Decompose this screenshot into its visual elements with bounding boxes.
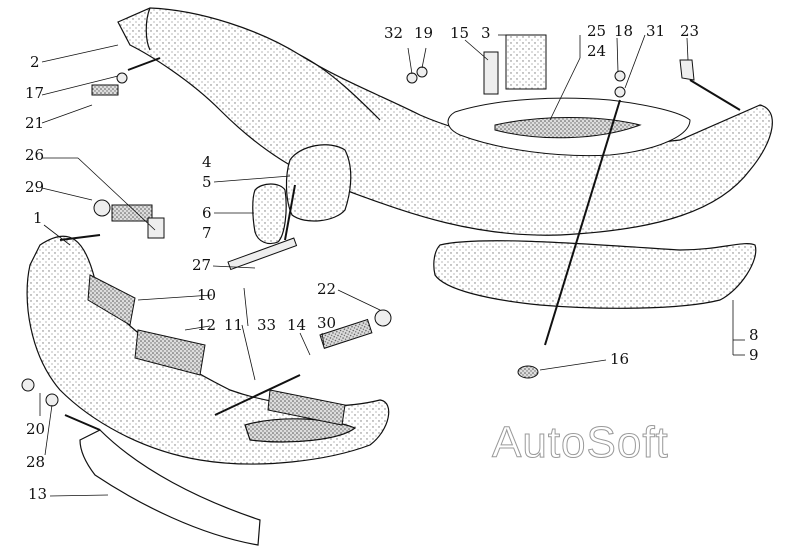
corner-pad <box>285 144 352 222</box>
upper-reflector <box>447 97 691 157</box>
callout-30: 30 <box>317 314 337 332</box>
bracket-10 <box>87 274 136 326</box>
fasteners <box>21 34 695 407</box>
callout-25: 25 <box>587 22 607 40</box>
callout-8: 8 <box>749 326 759 344</box>
callout-6: 6 <box>202 204 212 222</box>
callout-5: 5 <box>202 173 212 191</box>
callout-26: 26 <box>25 146 45 164</box>
callout-32: 32 <box>384 24 404 42</box>
callout-7: 7 <box>202 224 212 242</box>
callout-18: 18 <box>614 22 634 40</box>
callout-1: 1 <box>33 209 43 227</box>
callout-9: 9 <box>749 346 759 364</box>
assembly-lines <box>59 57 741 431</box>
watermark: AutoSoft <box>492 418 669 468</box>
bracket-11 <box>267 389 346 426</box>
trim-cap <box>252 183 287 245</box>
callout-28: 28 <box>26 453 46 471</box>
callout-2: 2 <box>30 53 40 71</box>
callout-31: 31 <box>646 22 666 40</box>
callout-20: 20 <box>26 420 46 438</box>
callout-12: 12 <box>197 316 217 334</box>
callout-33: 33 <box>257 316 277 334</box>
callout-13: 13 <box>28 485 48 503</box>
leader-lines <box>39 34 745 497</box>
callout-27: 27 <box>192 256 212 274</box>
callout-29: 29 <box>25 178 45 196</box>
callout-22: 22 <box>317 280 337 298</box>
rear-bumper-beam <box>117 7 773 236</box>
bracket-12 <box>134 329 206 376</box>
callout-19: 19 <box>414 24 434 42</box>
callout-10: 10 <box>197 286 217 304</box>
callout-24: 24 <box>587 42 607 60</box>
callout-15: 15 <box>450 24 470 42</box>
callout-17: 17 <box>25 84 45 102</box>
callout-16: 16 <box>610 350 630 368</box>
lower-trim-strip <box>433 240 757 309</box>
callout-3: 3 <box>481 24 491 42</box>
callout-4: 4 <box>202 153 212 171</box>
callout-11: 11 <box>224 316 244 334</box>
callout-21: 21 <box>25 114 45 132</box>
callout-14: 14 <box>287 316 307 334</box>
callout-23: 23 <box>680 22 700 40</box>
lower-spoiler <box>79 429 261 546</box>
